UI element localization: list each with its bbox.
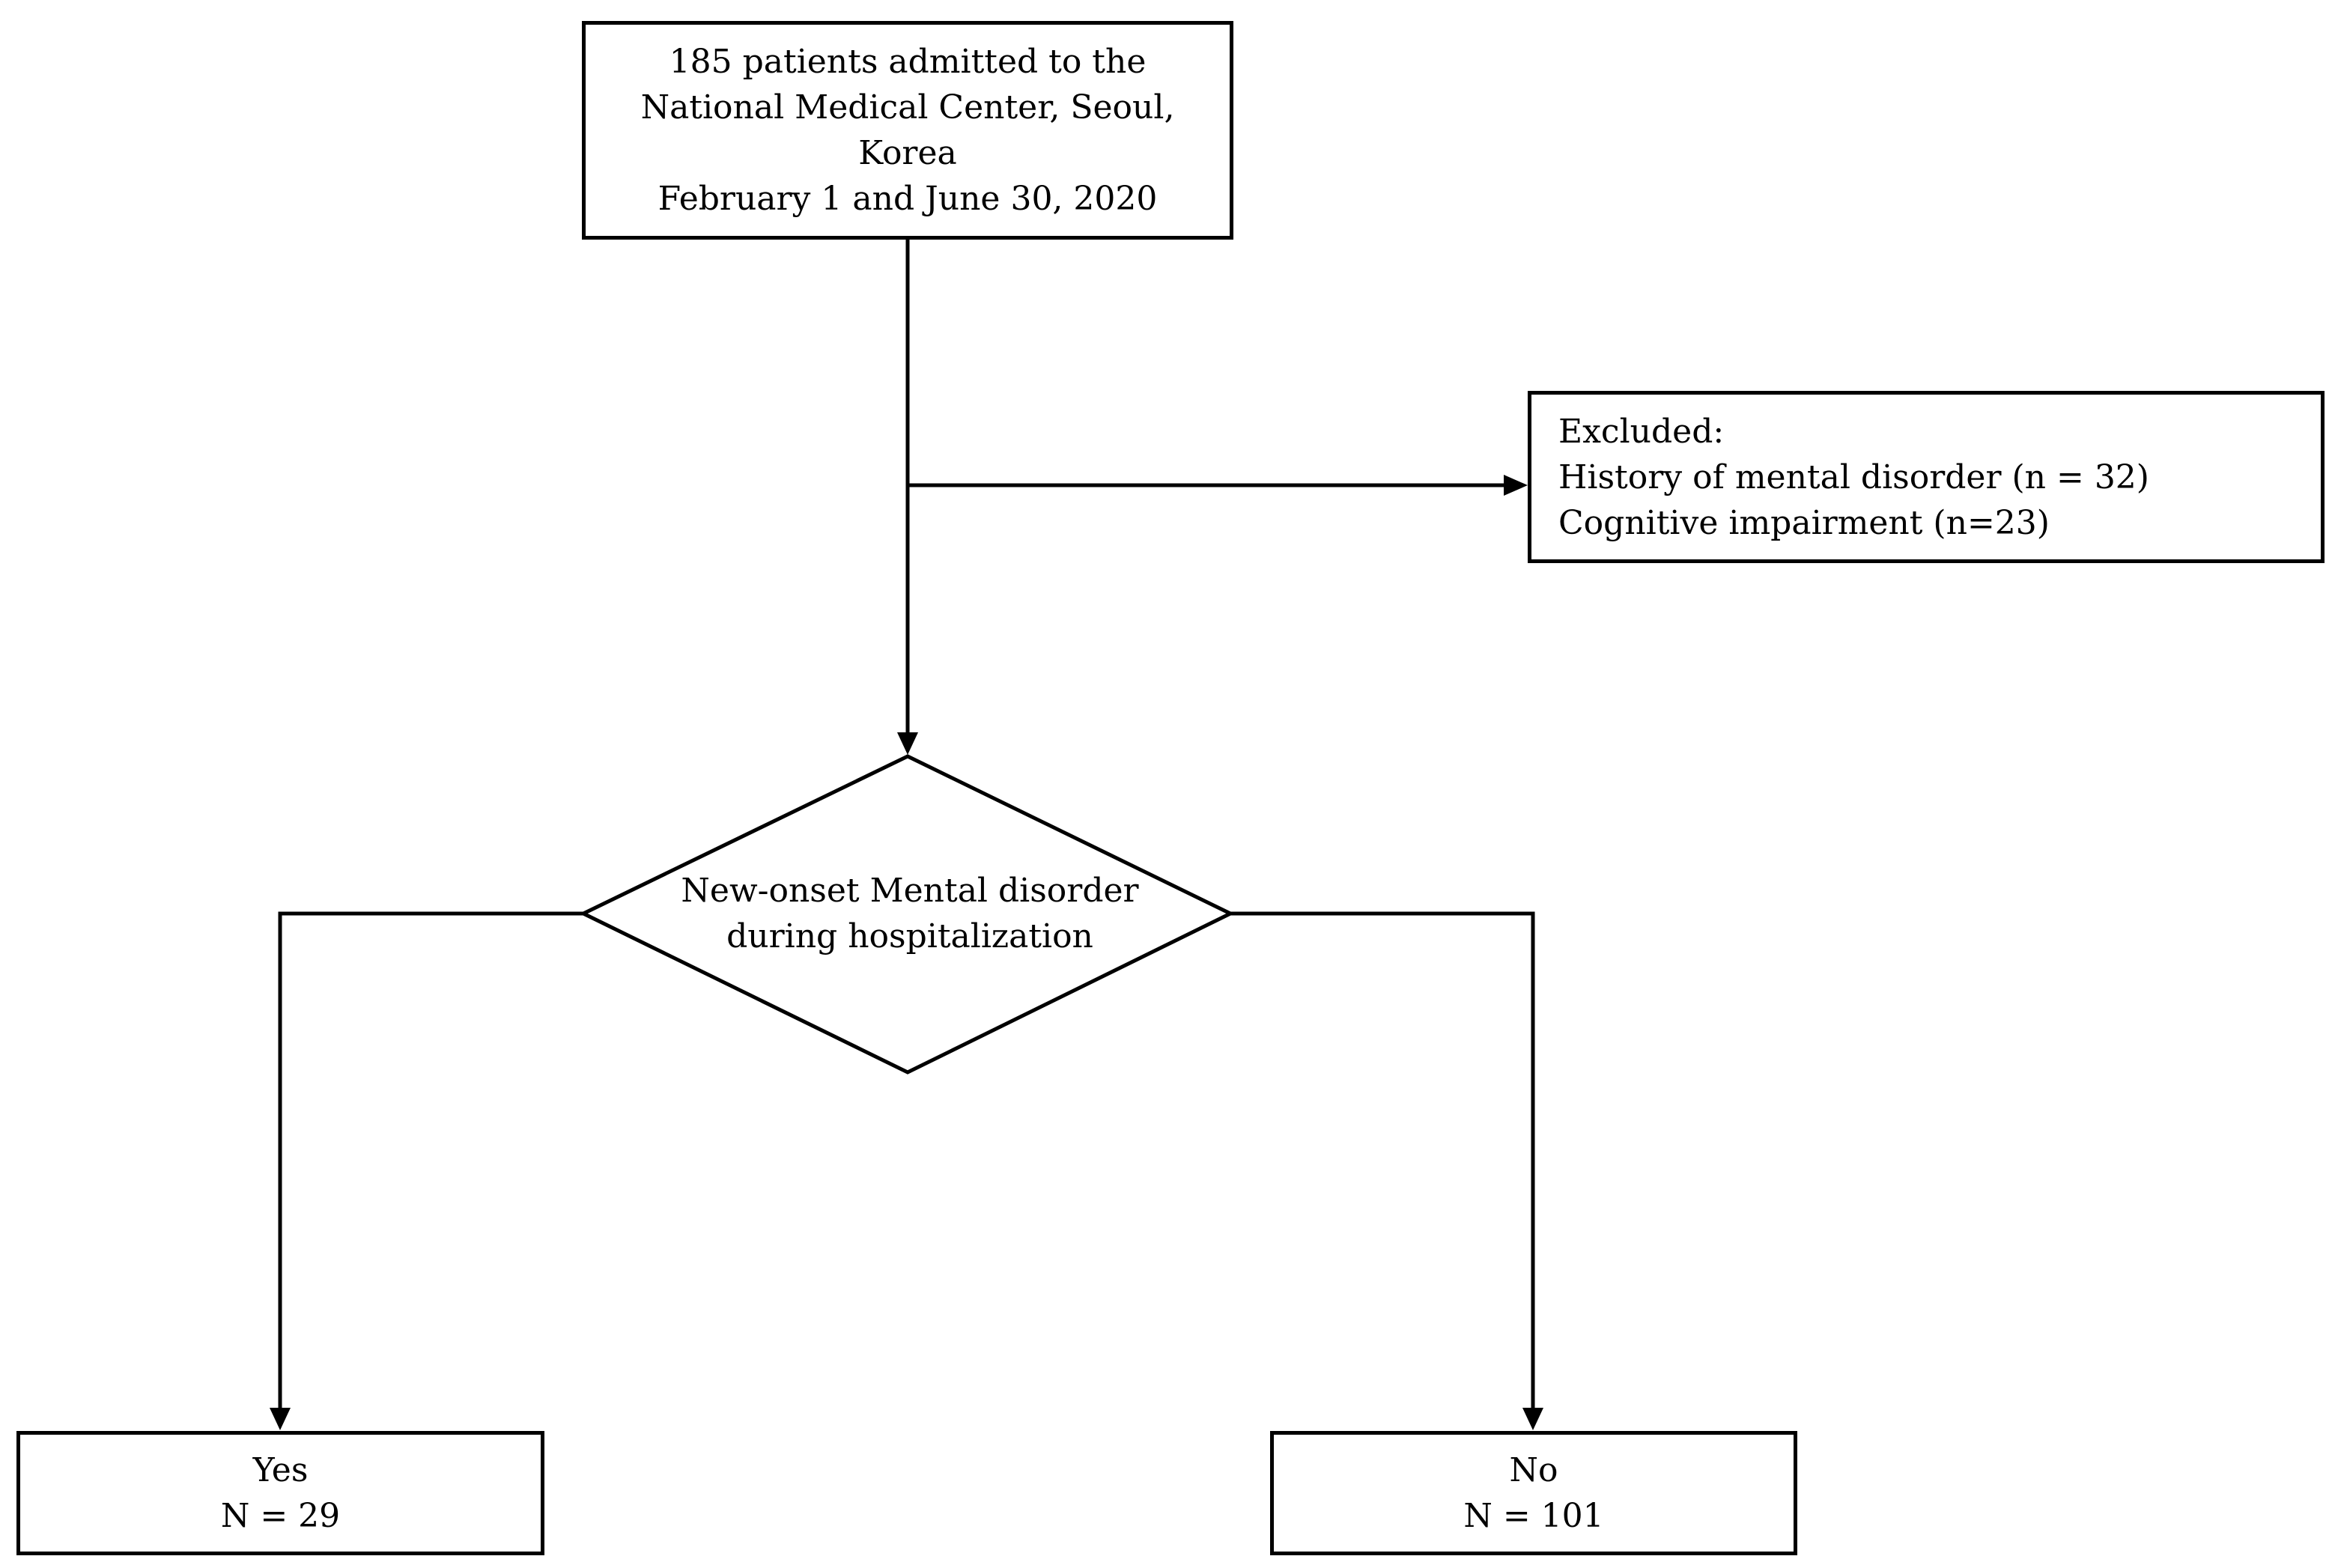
start-line: February 1 and June 30, 2020 <box>658 180 1158 218</box>
arrowhead-to-excluded <box>1504 475 1528 496</box>
connector-to-no <box>1230 911 1535 1408</box>
decision-diamond <box>579 754 1235 1075</box>
connector-to-yes <box>278 911 583 1408</box>
decision-line: during hospitalization <box>726 917 1093 955</box>
outcome-label: Yes <box>252 1451 309 1489</box>
start-box: 185 patients admitted to the National Me… <box>582 21 1233 240</box>
arrowhead-to-yes <box>270 1408 291 1430</box>
outcome-count: N = 29 <box>220 1497 341 1535</box>
decision-line: New-onset Mental disorder <box>681 872 1139 910</box>
excluded-item: Cognitive impairment (n=23) <box>1558 503 2050 542</box>
excluded-item: History of mental disorder (n = 32) <box>1558 458 2149 496</box>
arrowhead-to-no <box>1522 1408 1543 1430</box>
excluded-heading: Excluded: <box>1558 412 1725 451</box>
arrowhead-to-decision <box>897 732 918 755</box>
start-line: National Medical Center, Seoul, <box>640 88 1175 127</box>
start-line: Korea <box>858 134 957 172</box>
start-line: 185 patients admitted to the <box>669 43 1147 81</box>
outcome-count: N = 101 <box>1463 1497 1604 1535</box>
outcome-yes-box: Yes N = 29 <box>16 1431 544 1555</box>
decision-label: New-onset Mental disorder during hospita… <box>610 868 1209 959</box>
excluded-box: Excluded: History of mental disorder (n … <box>1528 391 2325 563</box>
outcome-label: No <box>1509 1451 1558 1489</box>
outcome-no-box: No N = 101 <box>1270 1431 1797 1555</box>
